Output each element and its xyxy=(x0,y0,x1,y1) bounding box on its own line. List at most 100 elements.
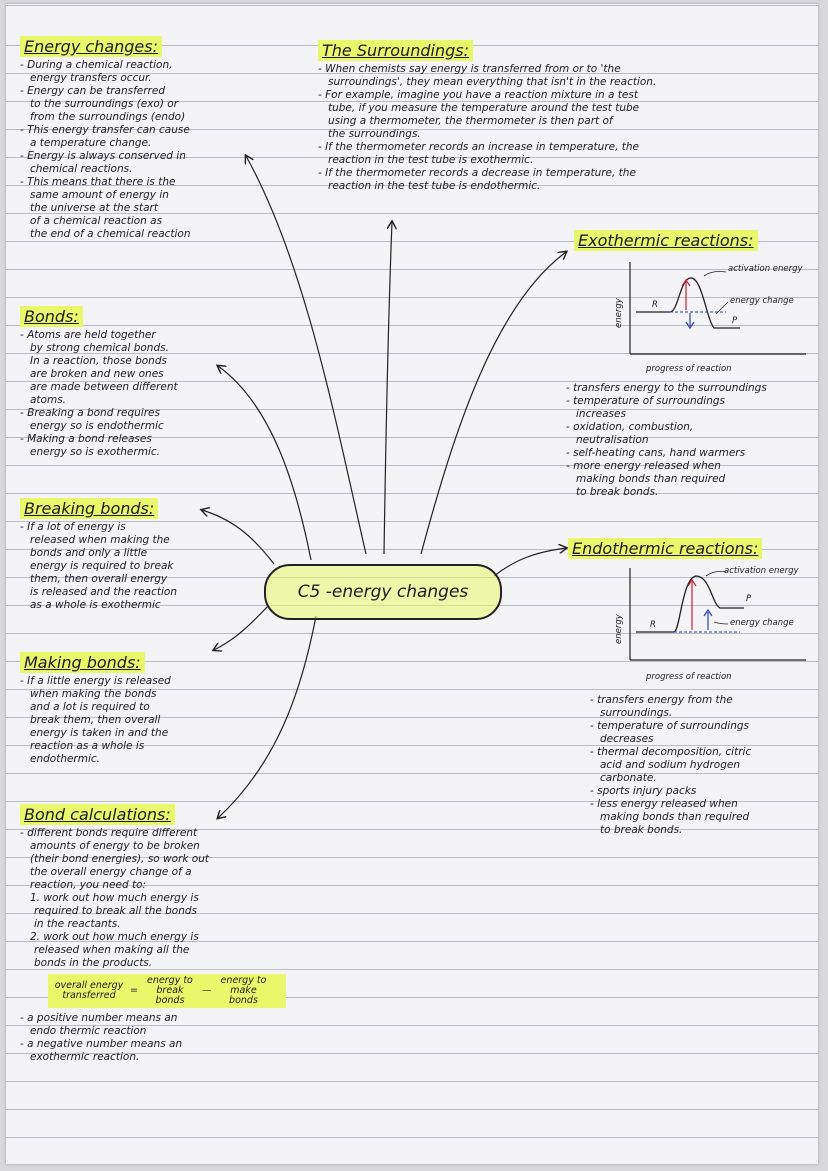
mindmap-arrows xyxy=(6,4,818,1164)
note-line: are broken and new ones xyxy=(30,368,164,380)
making-bonds-heading: Making bonds: xyxy=(20,652,145,673)
note-line: - more energy released when xyxy=(566,460,721,472)
note-line: making bonds than required xyxy=(576,473,726,485)
exo-x-axis-label: progress of reaction xyxy=(646,364,732,374)
note-line: to the surroundings (exo) or xyxy=(30,98,179,110)
note-line: - transfers energy to the surroundings xyxy=(566,382,767,394)
endo-activation-label: activation energy xyxy=(724,566,799,576)
note-line: to break bonds. xyxy=(600,824,683,836)
note-line: - temperature of surroundings xyxy=(590,720,750,732)
note-line: - This means that there is the xyxy=(20,176,176,188)
note-line: (their bond energies), so work out xyxy=(30,853,209,865)
note-line: as a whole is exothermic xyxy=(30,599,161,611)
note-line: reaction as a whole is xyxy=(30,740,145,752)
exo-product-label: P xyxy=(732,316,738,326)
note-line: using a thermometer, the thermometer is … xyxy=(328,115,613,127)
bond-calculations-heading: Bond calculations: xyxy=(20,804,175,825)
energy-changes-heading: Energy changes: xyxy=(20,36,162,57)
section-endothermic: Endothermic reactions: xyxy=(568,538,808,561)
note-line: - If a little energy is released xyxy=(20,675,171,687)
exothermic-heading: Exothermic reactions: xyxy=(574,230,758,251)
note-line: same amount of energy in xyxy=(30,189,169,201)
endothermic-graph: energy activation energy energy change R… xyxy=(614,564,816,684)
section-making-bonds: Making bonds: - If a little energy is re… xyxy=(20,652,250,766)
note-line: - Atoms are held together xyxy=(20,329,156,341)
note-line: is released and the reaction xyxy=(30,586,178,598)
note-line: - transfers energy from the xyxy=(590,694,733,706)
note-line: energy so is endothermic xyxy=(30,420,164,432)
note-line: decreases xyxy=(600,733,654,745)
section-exothermic: Exothermic reactions: xyxy=(574,230,814,253)
section-bond-calculations: Bond calculations: - different bonds req… xyxy=(20,804,320,1064)
exothermic-graph: energy activation energy energy change R… xyxy=(614,258,816,378)
exothermic-profile xyxy=(629,262,806,355)
note-line: increases xyxy=(576,408,626,420)
endothermic-profile xyxy=(629,568,806,661)
note-line: - temperature of surroundings xyxy=(566,395,726,407)
note-line: - Energy is always conserved in xyxy=(20,150,186,162)
formula-equals: = xyxy=(130,985,138,996)
bonds-heading: Bonds: xyxy=(20,306,83,327)
note-line: - thermal decomposition, citric xyxy=(590,746,752,758)
note-line: atoms. xyxy=(30,394,67,406)
endothermic-heading: Endothermic reactions: xyxy=(568,538,763,559)
note-line: carbonate. xyxy=(600,772,657,784)
arrow-to-bond-calculations xyxy=(218,615,317,818)
note-line: - During a chemical reaction, xyxy=(20,59,173,71)
note-line: released when making all the xyxy=(34,944,190,956)
arrow-to-endothermic xyxy=(493,548,566,577)
note-line: making bonds than required xyxy=(600,811,750,823)
exothermic-notes: - transfers energy to the surroundings- … xyxy=(566,382,816,499)
endo-reactant-label: R xyxy=(650,620,656,630)
note-line: reaction, you need to: xyxy=(30,879,147,891)
note-line: from the surroundings (endo) xyxy=(30,111,186,123)
exo-activation-label: activation energy xyxy=(728,264,803,274)
note-line: to break bonds. xyxy=(576,486,659,498)
note-line: - Making a bond releases xyxy=(20,433,152,445)
note-line: - For example, imagine you have a reacti… xyxy=(318,89,638,101)
endo-y-axis-label: energy xyxy=(614,614,624,644)
note-line: In a reaction, those bonds xyxy=(30,355,167,367)
center-topic-bubble: C5 -energy changes xyxy=(264,564,502,620)
note-line: are made between different xyxy=(30,381,178,393)
note-line: - self-heating cans, hand warmers xyxy=(566,447,746,459)
note-line: - a positive number means an xyxy=(20,1012,178,1024)
note-line: them, then overall energy xyxy=(30,573,168,585)
arrow-to-surroundings xyxy=(383,222,392,555)
note-line: 1. work out how much energy is xyxy=(30,892,199,904)
arrow-to-making-bonds xyxy=(214,605,269,650)
arrow-to-exothermic xyxy=(420,252,566,555)
note-line: the end of a chemical reaction xyxy=(30,228,191,240)
notebook-page: Energy changes: - During a chemical reac… xyxy=(6,4,818,1164)
note-line: - Energy can be transferred xyxy=(20,85,165,97)
note-line: bonds and only a little xyxy=(30,547,148,559)
exo-y-axis-label: energy xyxy=(614,298,624,328)
note-line: energy transfers occur. xyxy=(30,72,152,84)
energy-changes-lines: - During a chemical reaction,energy tran… xyxy=(20,59,260,241)
note-line: of a chemical reaction as xyxy=(30,215,163,227)
arrow-to-energy-changes xyxy=(246,156,367,555)
note-line: chemical reactions. xyxy=(30,163,133,175)
endo-change-label: energy change xyxy=(730,618,794,628)
note-line: - different bonds require different xyxy=(20,827,198,839)
note-line: - This energy transfer can cause xyxy=(20,124,190,136)
section-energy-changes: Energy changes: - During a chemical reac… xyxy=(20,36,260,241)
note-line: - less energy released when xyxy=(590,798,738,810)
note-line: energy is required to break xyxy=(30,560,174,572)
note-line: bonds in the products. xyxy=(34,957,153,969)
note-line: - sports injury packs xyxy=(590,785,697,797)
note-line: - When chemists say energy is transferre… xyxy=(318,63,621,75)
arrow-to-breaking-bonds xyxy=(202,510,275,565)
note-line: and a lot is required to xyxy=(30,701,150,713)
note-line: surroundings', they mean everything that… xyxy=(328,76,657,88)
note-line: exothermic reaction. xyxy=(30,1051,140,1063)
exo-reactant-label: R xyxy=(652,300,658,310)
endo-product-label: P xyxy=(746,594,752,604)
